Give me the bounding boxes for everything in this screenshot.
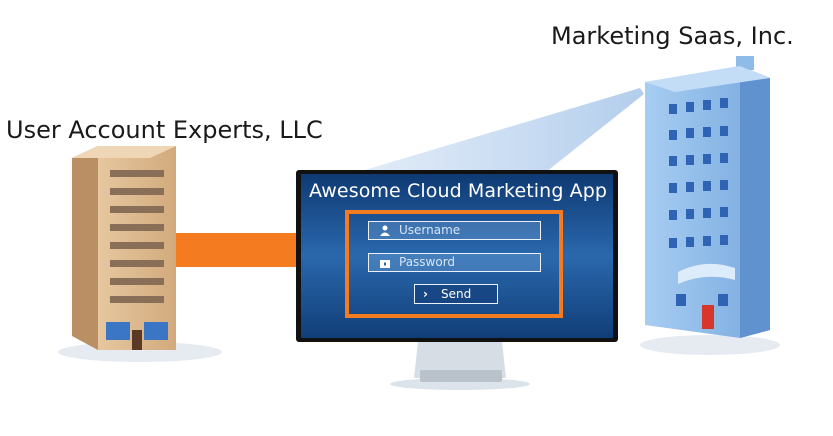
lock-icon <box>380 260 390 268</box>
password-placeholder: Password <box>399 255 456 269</box>
app-title: Awesome Cloud Marketing App <box>308 180 608 202</box>
left-company-label: User Account Experts, LLC <box>6 116 323 144</box>
right-company-label: Marketing Saas, Inc. <box>551 22 794 50</box>
password-field[interactable]: Password <box>368 253 541 272</box>
right-building-shadow <box>640 335 780 355</box>
right-building <box>645 56 770 338</box>
user-icon <box>380 225 390 236</box>
left-building <box>72 146 176 350</box>
username-field[interactable]: Username <box>368 221 541 240</box>
send-label: Send <box>441 287 472 301</box>
projection-beam <box>358 88 644 172</box>
login-form-highlight <box>345 210 563 318</box>
chevron-right-icon: › <box>423 287 428 301</box>
send-button[interactable]: › Send <box>414 284 498 304</box>
username-placeholder: Username <box>399 223 461 237</box>
